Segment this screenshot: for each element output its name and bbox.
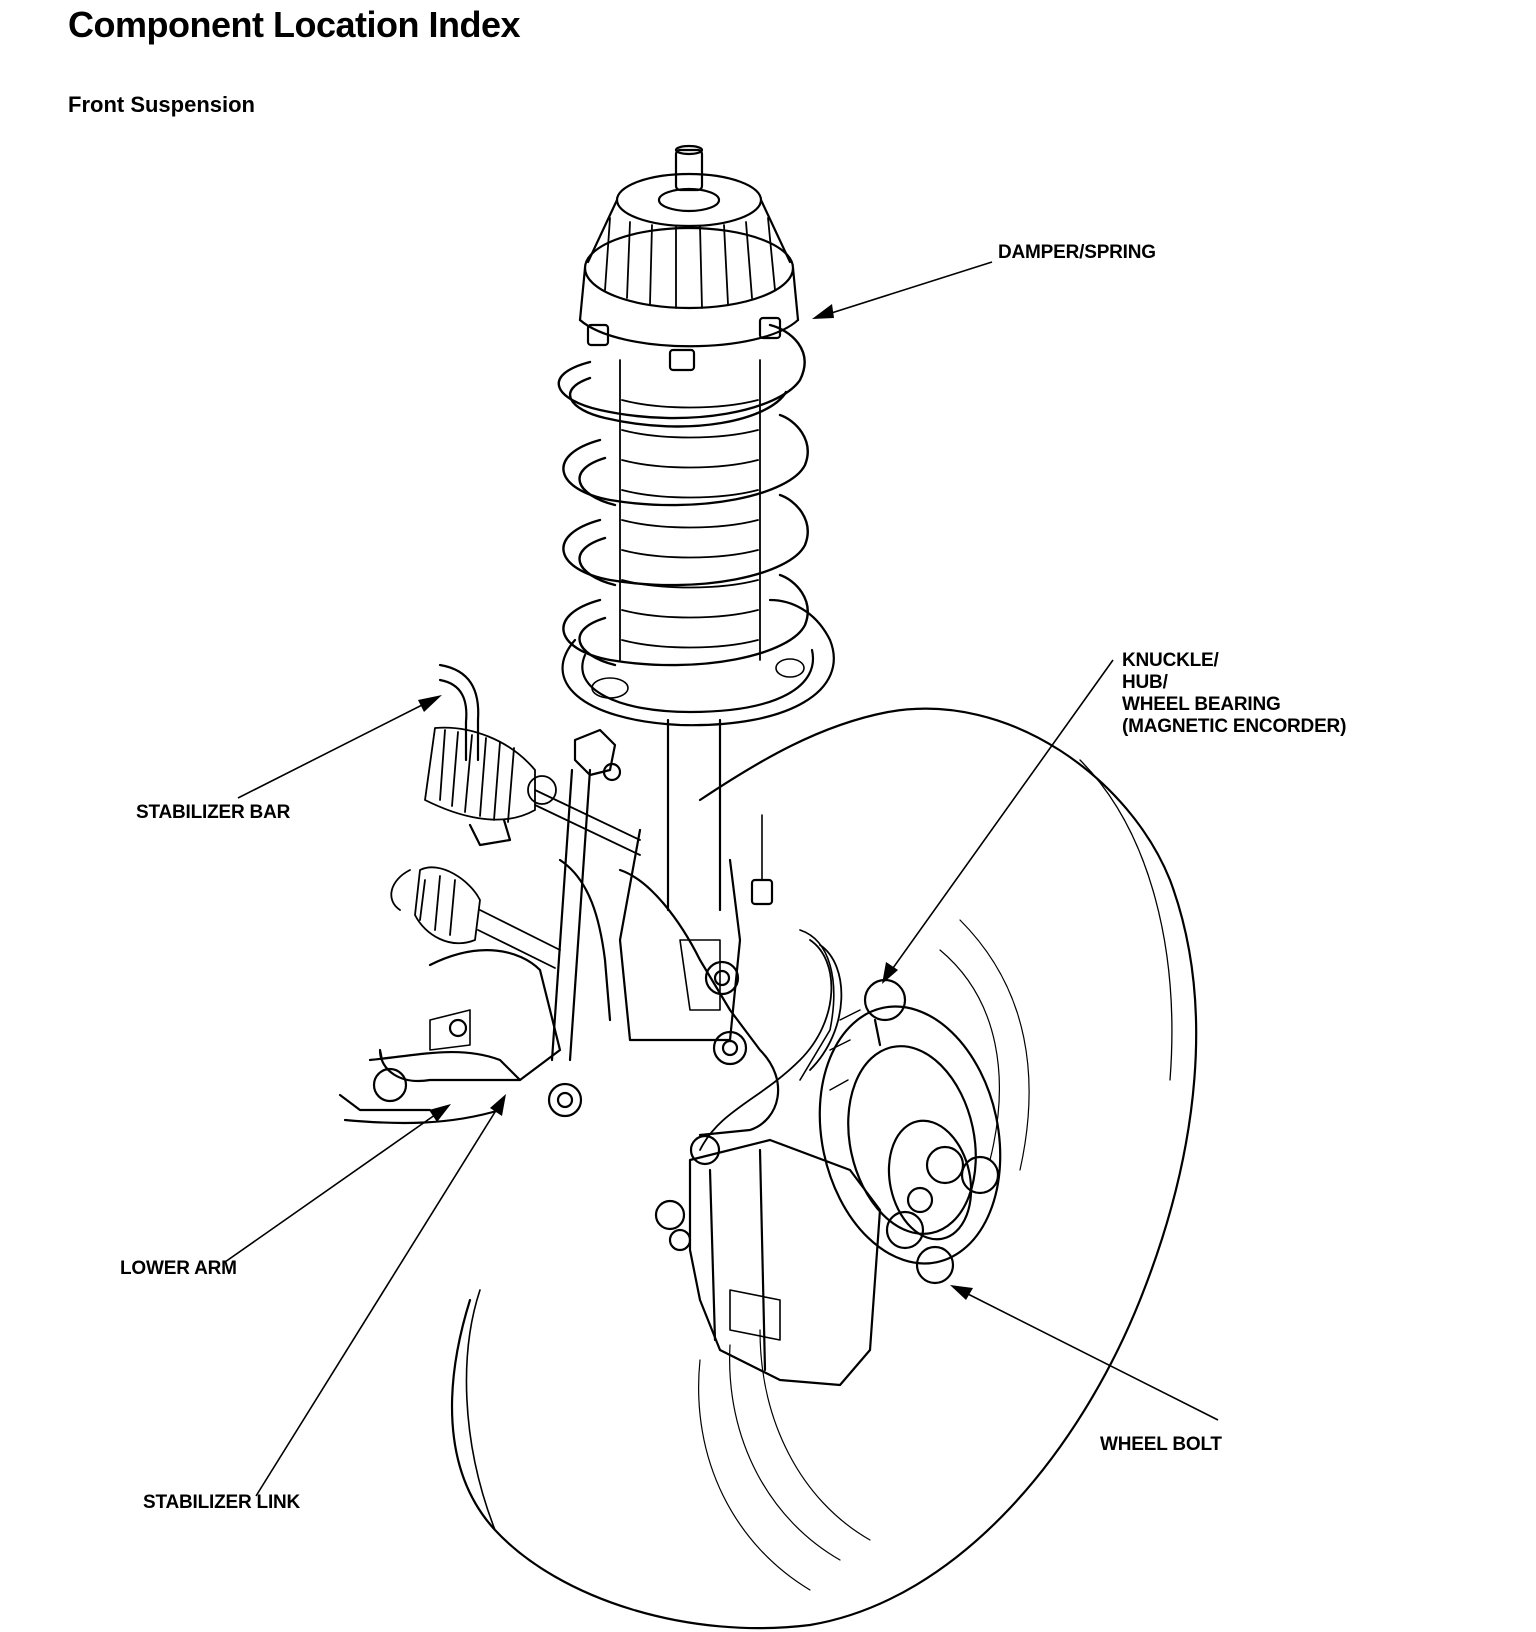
leader-stabilizer-bar <box>237 699 433 799</box>
damper-body <box>618 718 774 1042</box>
leader-wheel-bolt <box>959 1289 1219 1421</box>
tie-rod-boot <box>424 726 641 856</box>
label-stabilizer-link: STABILIZER LINK <box>143 1492 301 1513</box>
brake-hose <box>699 939 843 1151</box>
stabilizer-link <box>547 728 622 1118</box>
leader-knuckle <box>887 659 1114 976</box>
lower-arm <box>338 949 562 1125</box>
wheel-bolts <box>885 1145 1000 1285</box>
leader-stabilizer-link <box>255 1103 501 1497</box>
spring-seat <box>561 598 835 727</box>
label-stabilizer-bar: STABILIZER BAR <box>136 802 291 823</box>
callout-arrowheads <box>418 304 973 1300</box>
label-damper-spring: DAMPER/SPRING <box>998 242 1156 263</box>
driveshaft <box>390 866 561 969</box>
label-knuckle-line-2: HUB/ <box>1122 672 1168 693</box>
label-knuckle-hub-bearing: KNUCKLE/ HUB/ WHEEL BEARING (MAGNETIC EN… <box>1122 650 1346 738</box>
leader-damper-spring <box>821 261 993 317</box>
brake-rotor <box>818 1005 1002 1265</box>
stabilizer-bar <box>438 663 512 847</box>
label-knuckle-line-4: (MAGNETIC ENCORDER) <box>1122 716 1347 737</box>
leader-lower-arm <box>224 1109 443 1263</box>
brake-caliper <box>654 1134 882 1387</box>
label-wheel-bolt: WHEEL BOLT <box>1100 1434 1222 1455</box>
dust-boot <box>619 359 761 661</box>
section-subtitle: Front Suspension <box>68 92 255 117</box>
top-mount <box>578 144 800 372</box>
knuckle <box>558 858 835 1137</box>
label-lower-arm: LOWER ARM <box>120 1258 237 1279</box>
label-knuckle-line-1: KNUCKLE/ <box>1122 650 1219 671</box>
tire <box>450 707 1198 1630</box>
callout-leaders <box>224 261 1219 1497</box>
label-knuckle-line-3: WHEEL BEARING <box>1122 694 1281 715</box>
coil-spring <box>557 323 809 667</box>
page-title: Component Location Index <box>68 4 521 45</box>
